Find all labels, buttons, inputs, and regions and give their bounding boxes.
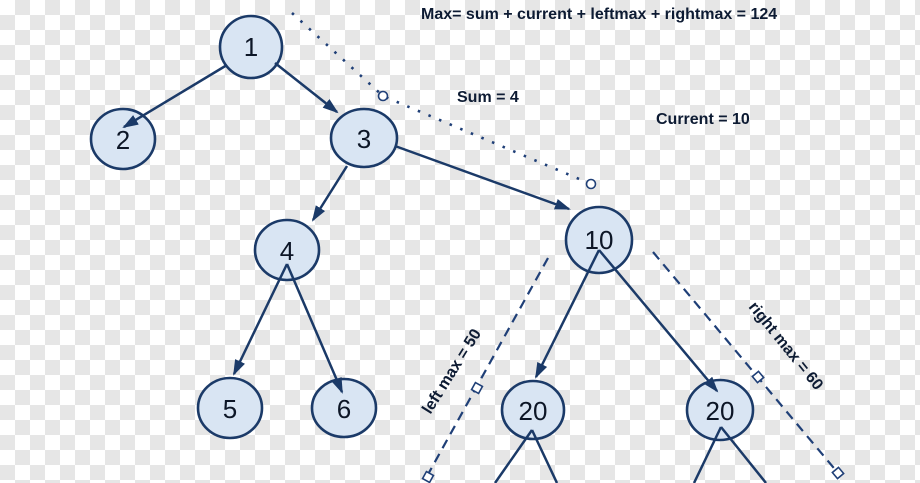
node-3-label: 3: [357, 124, 371, 154]
edge-3-to-10: [394, 144, 571, 211]
node-2-label: 2: [116, 125, 130, 155]
dashed-line-square-marker: [470, 381, 484, 395]
left-max-label: left max = 50: [419, 326, 485, 417]
edge-20-right-child-right: [720, 426, 767, 483]
node-6-label: 6: [337, 394, 351, 424]
node-10-label: 10: [585, 225, 614, 255]
sum-label: Sum = 4: [457, 89, 519, 106]
right-max-guide-dashed-line: [652, 251, 845, 480]
node-6-circle: [310, 377, 378, 439]
node-2-circle: [89, 107, 157, 171]
edge-4-to-5: [232, 263, 289, 376]
node-1-label: 1: [244, 32, 258, 62]
node-4-circle: [253, 218, 321, 282]
sum-guide-dotted-line: [291, 12, 597, 190]
left-max-guide-dashed-line: [421, 257, 549, 483]
tree-node-labels: 1 2 3 4 5 6 10 20 20: [116, 32, 735, 426]
tree-edges: [122, 62, 767, 483]
edge-4-to-6: [285, 263, 344, 394]
node-20-right-circle: [685, 378, 755, 442]
node-10-circle: [564, 205, 634, 275]
node-20-left-circle: [500, 379, 566, 441]
node-20-right-label: 20: [706, 396, 735, 426]
dotted-line-circle-marker: [377, 90, 389, 102]
node-5-circle: [196, 376, 264, 440]
node-20-left-label: 20: [519, 396, 548, 426]
dotted-line: [291, 12, 592, 186]
dashed-line-end-square-marker: [831, 466, 845, 480]
edge-20-left-child-right: [530, 429, 559, 483]
node-4-label: 4: [280, 236, 294, 266]
dashed-line: [652, 251, 839, 474]
dotted-line-end-circle-marker: [585, 178, 597, 190]
edge-10-to-20-right: [598, 249, 719, 393]
edge-1-to-2: [122, 63, 228, 129]
tree-nodes: [89, 14, 755, 442]
dashed-line-square-marker: [751, 370, 765, 384]
edge-20-left-child-left: [493, 429, 534, 483]
dashed-line: [425, 257, 549, 479]
edge-10-to-20-left: [534, 249, 601, 379]
edge-20-right-child-left: [692, 426, 723, 483]
current-label: Current = 10: [656, 111, 750, 128]
edge-3-to-4: [311, 165, 349, 222]
node-3-circle: [329, 107, 399, 169]
annotations: Max= sum + current + leftmax + rightmax …: [419, 6, 826, 417]
max-formula-label: Max= sum + current + leftmax + rightmax …: [421, 6, 777, 23]
edge-1-to-3: [274, 62, 339, 114]
node-1-circle: [218, 14, 284, 80]
node-5-label: 5: [223, 394, 237, 424]
dashed-line-end-square-marker: [421, 470, 435, 483]
